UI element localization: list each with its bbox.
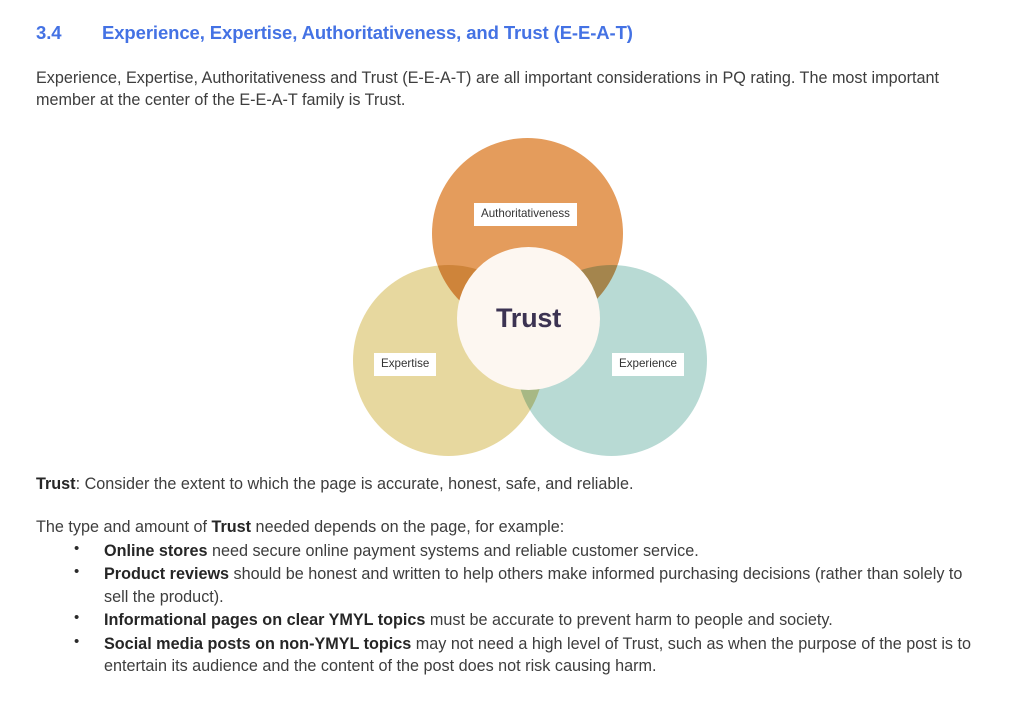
venn-label-authoritativeness: Authoritativeness	[474, 203, 577, 226]
example-lead: The type and amount of Trust needed depe…	[36, 495, 988, 538]
example-lead-after: needed depends on the page, for example:	[251, 518, 565, 537]
venn-label-trust: Trust	[495, 303, 561, 334]
page-title: 3.4 Experience, Expertise, Authoritative…	[36, 0, 988, 44]
example-lead-before: The type and amount of	[36, 518, 212, 537]
list-item-rest: may not need a high level of Trust, such…	[104, 634, 972, 675]
venn-circle-trust: Trust	[457, 247, 600, 391]
section-title: Experience, Expertise, Authoritativeness…	[102, 22, 633, 43]
eeat-venn-diagram: Trust Authoritativeness Expertise Experi…	[0, 133, 1024, 473]
list-item-rest: must be accurate to prevent harm to peop…	[425, 611, 833, 630]
example-lead-term: Trust	[211, 518, 252, 537]
intro-paragraph: Experience, Expertise, Authoritativeness…	[36, 69, 939, 110]
list-item: Social media posts on non-YMYL topics ma…	[36, 632, 988, 678]
trust-examples-list: Online stores need secure online payment…	[36, 539, 988, 678]
list-item: Informational pages on clear YMYL topics…	[36, 608, 988, 631]
venn-label-experience: Experience	[612, 353, 685, 376]
venn-canvas: Trust Authoritativeness Expertise Experi…	[340, 133, 720, 463]
list-item-term: Product reviews	[104, 565, 230, 584]
list-item: Product reviews should be honest and wri…	[36, 562, 988, 608]
list-item-term: Online stores	[104, 542, 208, 561]
section-number: 3.4	[36, 22, 62, 43]
list-item-rest: should be honest and written to help oth…	[104, 565, 963, 606]
trust-definition: Trust: Consider the extent to which the …	[36, 473, 988, 495]
list-item-term: Social media posts on non-YMYL topics	[104, 634, 412, 653]
list-item: Online stores need secure online payment…	[36, 539, 988, 562]
trust-definition-rest: : Consider the extent to which the page …	[75, 475, 634, 494]
venn-label-expertise: Expertise	[374, 353, 437, 376]
list-item-term: Informational pages on clear YMYL topics	[104, 611, 426, 630]
list-item-rest: need secure online payment systems and r…	[207, 542, 699, 561]
trust-definition-term: Trust	[36, 475, 76, 494]
